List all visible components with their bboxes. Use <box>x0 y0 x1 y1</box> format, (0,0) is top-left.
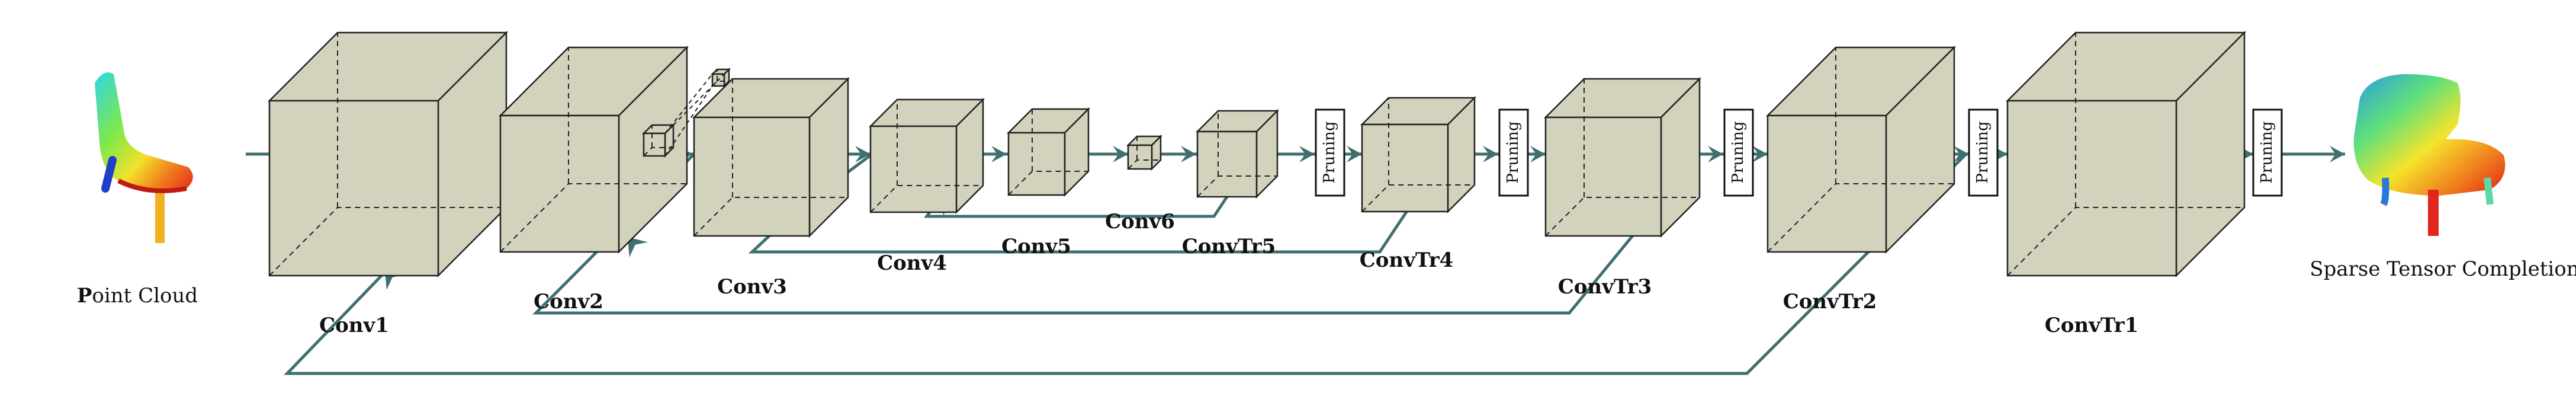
pruning-box: Pruning <box>1968 108 1999 197</box>
kernel-cube-small <box>710 67 731 88</box>
layer-blocks <box>267 30 2247 278</box>
flow-arrow <box>855 146 871 162</box>
convtr2-label: ConvTr2 <box>1783 290 1877 314</box>
pruning-label: Pruning <box>1321 121 1338 183</box>
flow-arrow <box>1181 146 1196 162</box>
pruning-label: Pruning <box>1974 121 1992 183</box>
flow-arrow <box>2330 146 2345 162</box>
conv6-block <box>1126 134 1163 171</box>
convtr2-block <box>1765 45 1957 254</box>
convtr4-label: ConvTr4 <box>1360 248 1454 272</box>
flow-arrow <box>1347 146 1362 162</box>
flow-arrow <box>1299 146 1315 162</box>
flow-arrow <box>1708 146 1723 162</box>
completed-chair-icon <box>2353 74 2506 236</box>
convtr4-block <box>1360 95 1477 214</box>
conv3-block <box>692 76 850 238</box>
convtr3-label: ConvTr3 <box>1558 275 1652 299</box>
pruning-box: Pruning <box>1498 108 1529 197</box>
chair-point-cloud-icon <box>95 72 193 243</box>
flow-arrow <box>991 146 1007 162</box>
convtr1-label: ConvTr1 <box>2045 314 2139 337</box>
conv4-block <box>868 97 985 215</box>
flow-arrow <box>1113 146 1128 162</box>
conv6-label: Conv6 <box>1105 210 1175 234</box>
kernel-cube <box>641 123 676 158</box>
conv2-label: Conv2 <box>534 290 603 314</box>
convtr5-block <box>1195 108 1280 199</box>
conv3-label: Conv3 <box>717 275 787 299</box>
pruning-box: Pruning <box>2252 108 2283 197</box>
conv5-label: Conv5 <box>1001 235 1071 258</box>
output-label: Sparse Tensor Completion <box>2310 257 2576 281</box>
conv4-label: Conv4 <box>877 251 947 275</box>
skip-arrow <box>628 237 648 257</box>
flow-arrow <box>1530 146 1546 162</box>
pruning-label: Pruning <box>2258 121 2276 183</box>
pruning-label: Pruning <box>1504 121 1522 183</box>
flow-arrow <box>1752 146 1768 162</box>
pruning-blocks: Pruning Pruning Pruning Pruning Pruning <box>1315 108 2283 197</box>
conv5-block <box>1006 107 1091 197</box>
conv1-label: Conv1 <box>319 314 389 337</box>
flow-arrow <box>1954 146 1969 162</box>
point-cloud-label: Point Cloud <box>77 284 198 308</box>
conv1-block <box>267 30 509 278</box>
convtr1-block <box>2005 30 2247 278</box>
pruning-box: Pruning <box>1315 108 1345 197</box>
pruning-box: Pruning <box>1723 108 1754 197</box>
pruning-label: Pruning <box>1729 121 1747 183</box>
convtr3-block <box>1543 76 1702 238</box>
convtr5-label: ConvTr5 <box>1182 235 1276 258</box>
flow-arrow <box>1483 146 1498 162</box>
